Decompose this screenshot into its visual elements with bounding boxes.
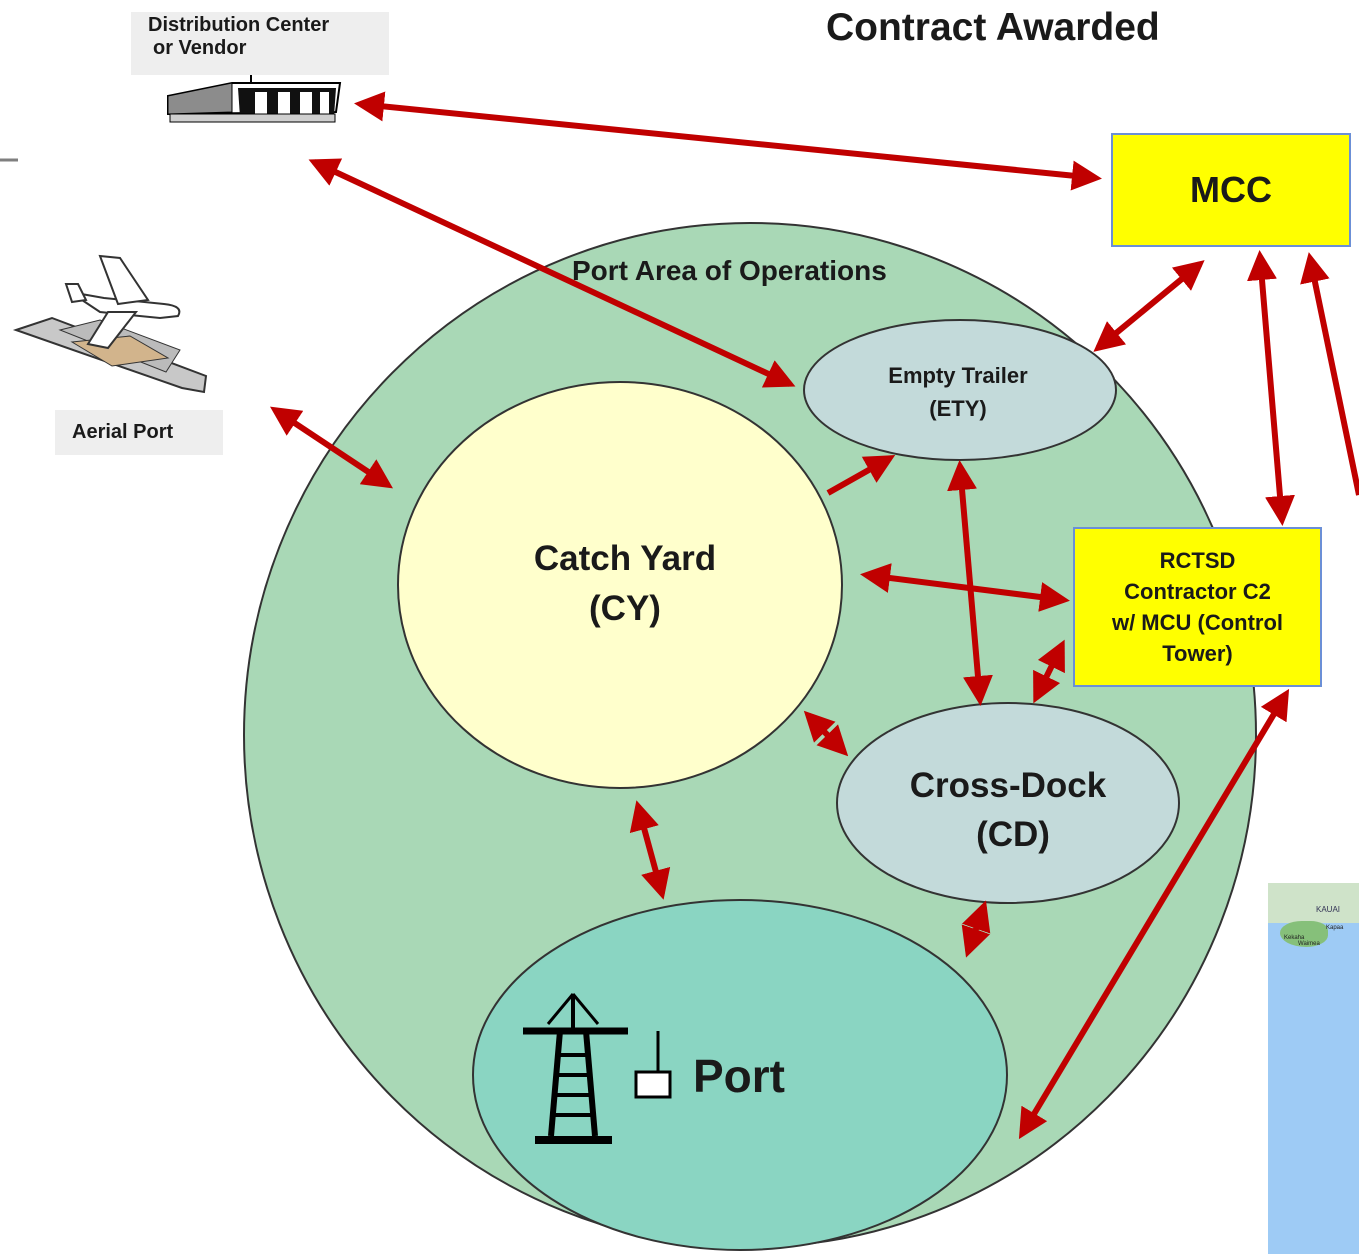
arrow-aerial-cy <box>270 406 393 489</box>
port-area-label: Port Area of Operations <box>572 255 887 286</box>
map-island-kauai <box>1280 921 1328 947</box>
cross-dock-line2: (CD) <box>976 815 1050 854</box>
aerial-port-text: Aerial Port <box>72 421 174 443</box>
distribution-center-line2: or Vendor <box>153 37 247 59</box>
distribution-center-label: Distribution Center or Vendor <box>131 12 389 75</box>
arrow-cy-cd <box>803 710 849 757</box>
catch-yard-line2: (CY) <box>589 589 661 628</box>
arrow-cy-rctsd <box>860 563 1070 612</box>
aerial-port-label: Aerial Port <box>55 410 223 455</box>
catch-yard-circle <box>397 381 843 789</box>
map-land-strip <box>1268 883 1359 923</box>
arrow-dc-mcc <box>354 91 1102 191</box>
page-title: Contract Awarded <box>826 6 1160 49</box>
port-ellipse <box>472 899 1008 1251</box>
arrow-cy-ety <box>826 455 896 496</box>
arrow-mcc-rctsd <box>1247 250 1295 526</box>
distribution-center-line1: Distribution Center <box>148 14 330 36</box>
rctsd-line4: Tower) <box>1162 641 1233 666</box>
arrow-rctsd-port <box>1018 688 1290 1140</box>
rctsd-box: RCTSD Contractor C2 w/ MCU (Control Towe… <box>1073 527 1322 687</box>
map-label-kauai: KAUAI <box>1316 905 1341 914</box>
empty-trailer-ellipse <box>803 319 1117 461</box>
airplane-icon <box>12 254 208 394</box>
arrow-cy-port <box>629 800 671 900</box>
port-label: Port <box>693 1050 785 1102</box>
empty-trailer-line1: Empty Trailer <box>888 363 1028 388</box>
catch-yard-line1: Catch Yard <box>534 539 716 578</box>
empty-trailer-line2: (ETY) <box>929 396 986 421</box>
rctsd-line3: w/ MCU (Control <box>1111 610 1284 635</box>
arrow-mcc-ety <box>1093 260 1205 352</box>
map-inset: KAUAI Kapaa Kekaha Waimea <box>1268 883 1359 1254</box>
map-label-kekaha: Kekaha <box>1284 935 1305 941</box>
rctsd-line1: RCTSD <box>1159 548 1236 573</box>
cross-dock-line1: Cross-Dock <box>910 766 1107 805</box>
arrow-mcc-offpage <box>1300 252 1359 496</box>
warehouse-icon <box>167 68 342 123</box>
crane-icon <box>523 993 672 1144</box>
mcc-box: MCC <box>1111 133 1351 247</box>
map-label-waimea: Waimea <box>1298 941 1320 947</box>
rctsd-line2: Contractor C2 <box>1124 579 1271 604</box>
arrow-cd-port <box>961 900 991 958</box>
connector-arrows <box>270 91 1359 1140</box>
arrow-dc-ety <box>308 158 796 388</box>
mcc-label: MCC <box>1190 169 1272 210</box>
map-label-kapaa: Kapaa <box>1326 925 1344 931</box>
